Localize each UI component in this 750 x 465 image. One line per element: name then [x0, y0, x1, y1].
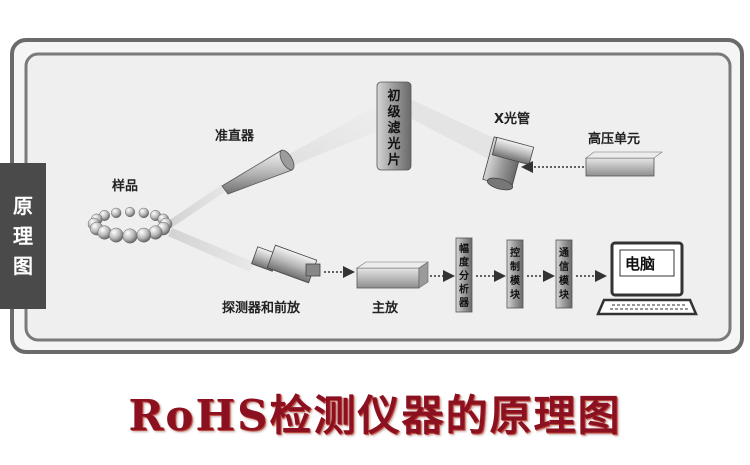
label-main-amp: 主放: [372, 300, 399, 316]
analyzer-label-char: 分: [459, 269, 469, 282]
beam-filter-to-tube: [408, 98, 506, 168]
sample-bead: [124, 206, 136, 218]
sample-bead: [122, 228, 138, 244]
sample-bead: [111, 207, 122, 219]
comm-label-char: 块: [559, 288, 570, 301]
label-collimator: 准直器: [215, 128, 255, 144]
main-amplifier: [356, 261, 429, 289]
detector-preamp: [251, 244, 321, 284]
label-hv-unit: 高压单元: [588, 131, 640, 147]
sample-bead: [108, 227, 124, 243]
filter-label-char: 滤: [387, 120, 400, 136]
control-label-char: 制: [510, 260, 520, 273]
collimator: [221, 149, 295, 195]
side-tab: 原 理 图: [0, 163, 46, 309]
control-label-char: 控: [510, 246, 520, 259]
side-tab-char: 图: [13, 254, 33, 278]
beam-collimator-to-sample: [168, 178, 232, 229]
control-label-char: 模: [510, 274, 521, 287]
label-xray-tube: X光管: [494, 111, 530, 127]
side-tab-char: 原: [13, 194, 33, 218]
analyzer-label-char: 器: [458, 297, 470, 309]
sample-bead: [138, 207, 149, 219]
sample-beads: [87, 206, 173, 244]
computer: [596, 241, 698, 316]
comm-label-char: 模: [559, 274, 570, 287]
beam-sample-to-detector: [168, 228, 254, 272]
analyzer-label-char: 析: [459, 283, 469, 296]
filter-label-char: 级: [387, 104, 401, 120]
filter-label-char: 光: [386, 136, 400, 152]
analyzer-label-char: 度: [459, 256, 470, 269]
xray-tube: [482, 136, 535, 191]
label-computer: 电脑: [625, 255, 655, 273]
page-caption: RoHS检测仪器的原理图: [128, 390, 622, 440]
label-sample: 样品: [112, 178, 138, 194]
label-detector: 探测器和前放: [222, 300, 301, 316]
sample-bead: [136, 227, 152, 243]
filter-label-char: 片: [387, 152, 400, 168]
hv-unit: [585, 151, 663, 177]
control-label-char: 块: [510, 288, 521, 301]
comm-label-char: 信: [559, 260, 569, 273]
comm-label-char: 通: [559, 247, 569, 259]
filter-label-char: 初: [387, 88, 400, 104]
side-tab-char: 理: [13, 224, 33, 248]
beam-collimator-to-filter: [286, 95, 404, 166]
analyzer-label-char: 幅: [459, 242, 469, 255]
